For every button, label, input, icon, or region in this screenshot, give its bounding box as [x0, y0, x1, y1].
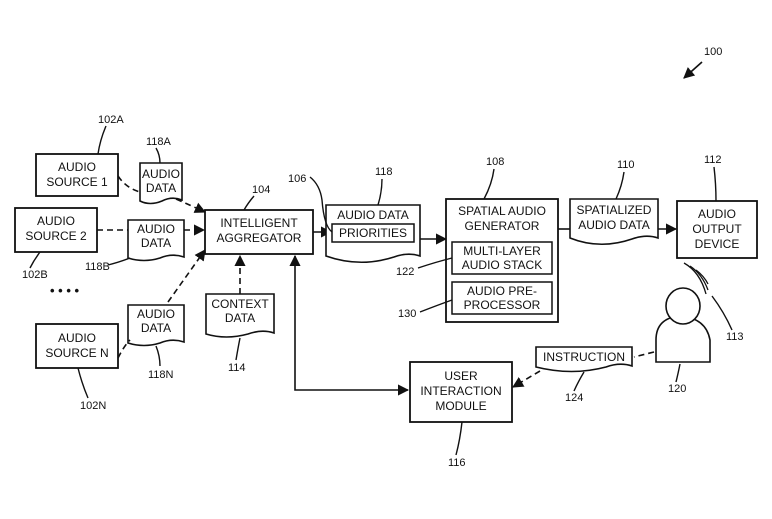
ref-118N: 118N	[148, 369, 174, 381]
audio-data-b-doc	[127, 219, 185, 262]
ref-102A-leader	[97, 125, 107, 155]
audio-data-a-line2: DATA	[146, 181, 176, 195]
spatialized-line1: SPATIALIZED	[577, 203, 652, 217]
audio-data-b-line1: AUDIO	[137, 222, 175, 236]
ref-114-leader	[235, 337, 241, 361]
priorities-inner-box	[331, 223, 415, 243]
output-line2: OUTPUT	[692, 222, 742, 236]
audio-source-1-line1: AUDIO	[58, 160, 96, 174]
audio-data-a-doc	[139, 162, 183, 205]
ref-100: 100	[704, 46, 722, 58]
ref-116: 116	[448, 457, 466, 469]
ref-124-leader	[573, 371, 585, 392]
context-data-line1: CONTEXT	[211, 297, 269, 311]
output-line3: DEVICE	[695, 237, 740, 251]
ref-118: 118	[375, 166, 393, 178]
ref-110-leader	[615, 171, 625, 200]
audio-source-n-line1: AUDIO	[58, 331, 96, 345]
output-line1: AUDIO	[698, 207, 736, 221]
intelligent-aggregator-box	[204, 209, 314, 255]
user-figure-icon	[655, 287, 711, 363]
stack-line2: AUDIO STACK	[462, 258, 542, 272]
context-data-line2: DATA	[225, 311, 255, 325]
generator-title-line2: GENERATOR	[465, 219, 540, 233]
uim-line3: MODULE	[435, 399, 486, 413]
audio-source-n-box	[35, 323, 119, 369]
ref-102B: 102B	[22, 269, 48, 281]
context-data-doc	[205, 293, 275, 338]
ref-104-leader	[243, 195, 255, 211]
priorities-title: AUDIO DATA	[337, 208, 409, 222]
ref-130-leader	[419, 299, 453, 313]
flow-data-n-to-aggregator	[167, 249, 206, 303]
uim-line2: INTERACTION	[420, 384, 501, 398]
audio-source-n-line2: SOURCE N	[45, 346, 108, 360]
flow-instruction-to-uim	[512, 370, 541, 388]
audio-output-device-box	[676, 200, 758, 259]
ref-118N-leader	[155, 345, 161, 367]
flow-sourcen-to-data	[117, 339, 131, 359]
ref-122-leader	[417, 257, 453, 269]
sound-wave-icon	[683, 262, 709, 295]
ref-122: 122	[396, 266, 414, 278]
audio-data-b-line2: DATA	[141, 236, 171, 250]
user-interaction-module-box	[409, 361, 513, 423]
instruction-label: INSTRUCTION	[543, 350, 625, 364]
ref-108-leader	[483, 168, 495, 200]
priorities-label: PRIORITIES	[339, 226, 407, 240]
ref-124: 124	[565, 392, 583, 404]
ref-102A: 102A	[98, 114, 124, 126]
audio-source-2-line2: SOURCE 2	[25, 229, 87, 243]
audio-data-a-line1: AUDIO	[142, 167, 180, 181]
ref-118-leader	[377, 178, 383, 206]
ref-104: 104	[252, 184, 270, 196]
generator-title-line1: SPATIAL AUDIO	[458, 204, 546, 218]
ref-113: 113	[726, 331, 744, 343]
spatialized-line2: AUDIO DATA	[578, 218, 650, 232]
ref-118A: 118A	[146, 136, 172, 148]
flow-user-to-instruction	[633, 351, 655, 358]
ref-102N: 102N	[80, 400, 106, 412]
flow-data-a-to-aggregator	[175, 198, 207, 213]
aggregator-line2: AGGREGATOR	[217, 231, 302, 245]
ref-130: 130	[398, 308, 416, 320]
audio-data-n-line2: DATA	[141, 321, 171, 335]
more-sources-ellipsis: • • • •	[50, 283, 79, 298]
audio-preprocessor-box	[451, 281, 553, 315]
ref-102B-leader	[29, 251, 41, 269]
preprocessor-line2: PROCESSOR	[464, 298, 541, 312]
flow-source1-to-data	[117, 175, 141, 193]
audio-data-n-line1: AUDIO	[137, 307, 175, 321]
stack-line1: MULTI-LAYER	[463, 244, 541, 258]
preprocessor-line1: AUDIO PRE-	[467, 284, 537, 298]
ref-120-leader	[675, 363, 681, 383]
ref-100-arrow	[683, 61, 703, 79]
ref-112: 112	[704, 154, 722, 166]
ref-118B: 118B	[85, 261, 110, 273]
audio-source-1-box	[35, 153, 119, 197]
ref-113-leader	[711, 295, 733, 331]
spatialized-audio-data-doc	[569, 198, 659, 246]
ref-118B-leader	[107, 257, 131, 266]
ref-120: 120	[668, 383, 686, 395]
ref-116-leader	[455, 421, 463, 456]
ref-108: 108	[486, 156, 504, 168]
ref-114: 114	[228, 362, 246, 374]
audio-source-1-line2: SOURCE 1	[46, 175, 108, 189]
ref-118A-leader	[155, 147, 161, 164]
audio-source-2-line1: AUDIO	[37, 214, 75, 228]
ref-110: 110	[617, 159, 635, 171]
ref-112-leader	[713, 166, 717, 202]
ref-102N-leader	[77, 367, 89, 399]
ref-106: 106	[288, 173, 306, 185]
instruction-doc	[535, 346, 633, 373]
multi-layer-stack-box	[451, 241, 553, 275]
audio-data-n-doc	[127, 304, 185, 347]
audio-source-2-box	[14, 207, 98, 253]
aggregator-line1: INTELLIGENT	[220, 216, 298, 230]
uim-line1: USER	[444, 369, 478, 383]
flow-aggregator-uim-bidirectional	[289, 254, 410, 396]
ref-106-leader	[309, 176, 333, 233]
